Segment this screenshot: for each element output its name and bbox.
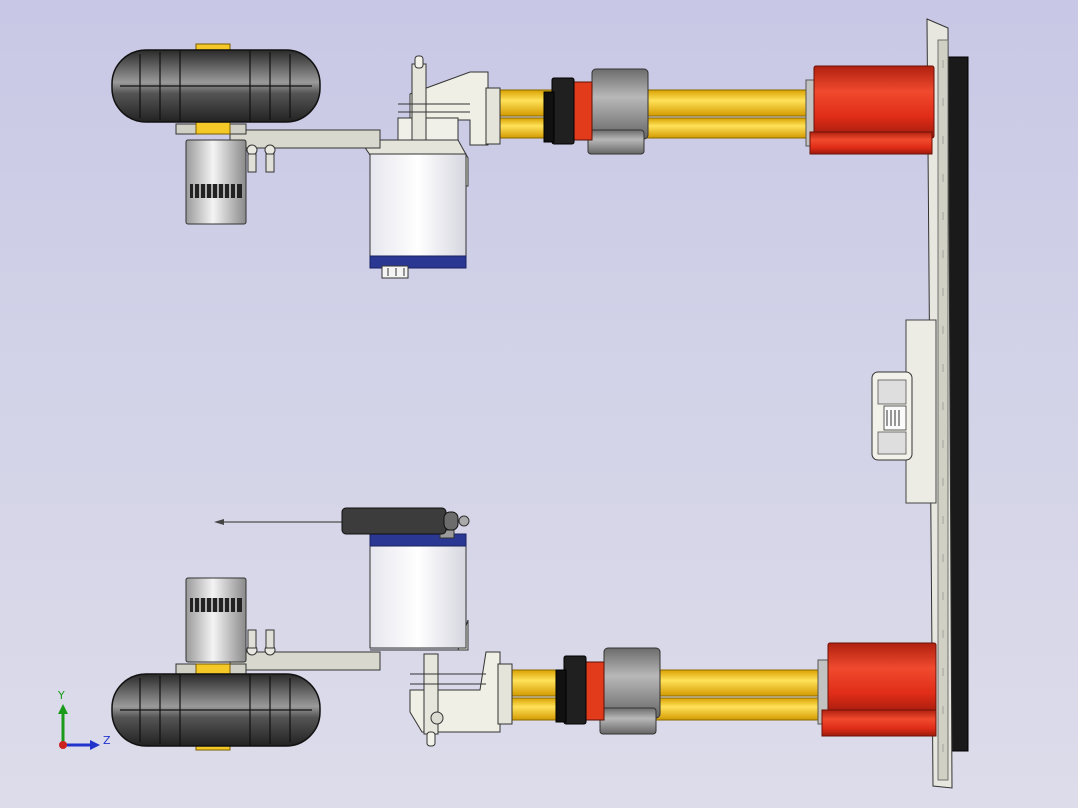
z-axis-arrowhead <box>90 740 100 750</box>
lower-wheel-assembly[interactable] <box>111 577 381 751</box>
y-axis-arrowhead <box>58 704 68 714</box>
upper-servo[interactable] <box>369 153 467 279</box>
probe-sensor[interactable] <box>214 507 470 535</box>
upper-actuator[interactable] <box>497 65 935 155</box>
upper-motor-vents <box>193 184 237 198</box>
x-axis-origin <box>59 741 67 749</box>
lower-servo[interactable] <box>369 529 467 649</box>
upper-hinge-bracket[interactable] <box>359 55 501 187</box>
control-board[interactable] <box>871 319 937 504</box>
lower-actuator[interactable] <box>509 642 937 737</box>
axis-triad <box>58 704 100 750</box>
lower-hinge-bracket[interactable] <box>370 619 513 747</box>
mounting-plate[interactable] <box>926 18 969 789</box>
lower-motor-vents <box>193 598 237 612</box>
upper-wheel-assembly[interactable] <box>111 43 381 225</box>
z-axis-label: Z <box>103 734 111 747</box>
upper-tire-tread <box>120 50 312 122</box>
lower-tire-tread <box>120 674 312 746</box>
y-axis-label: Y <box>58 689 65 702</box>
